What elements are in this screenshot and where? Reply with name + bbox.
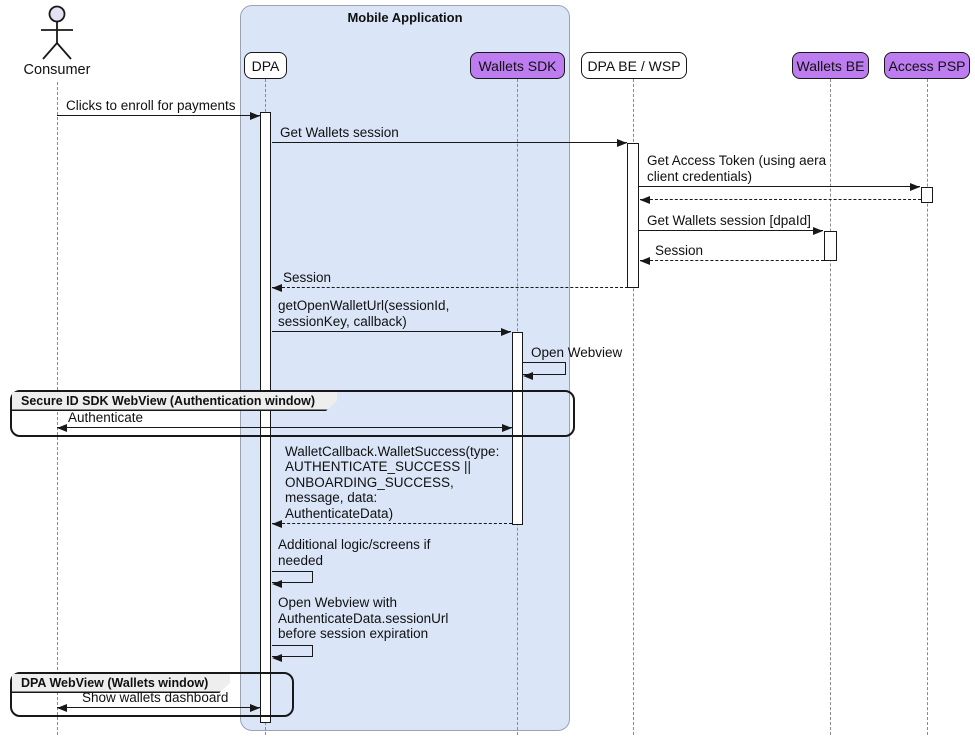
message-label: Clicks to enroll for payments bbox=[66, 97, 236, 113]
message-additional-logic-self bbox=[272, 571, 313, 588]
arrowhead-left-icon bbox=[640, 196, 650, 204]
arrowhead-right-icon bbox=[250, 112, 260, 120]
lifeline-dpa-be-wsp bbox=[633, 79, 634, 735]
message-access-token-return bbox=[640, 194, 921, 204]
arrowhead-left-icon bbox=[272, 520, 282, 528]
participant-wallets-be: Wallets BE bbox=[792, 52, 869, 79]
group-secure-id-sdk-webview: Secure ID SDK WebView (Authentication wi… bbox=[10, 390, 575, 437]
arrowhead-right-icon bbox=[910, 183, 920, 191]
message-label: Session bbox=[283, 269, 332, 285]
participant-dpa-be-wsp: DPA BE / WSP bbox=[581, 52, 687, 79]
arrowhead-left-icon bbox=[272, 284, 282, 292]
activation-wallets-be bbox=[824, 231, 837, 261]
message-show-wallets-dashboard: Show wallets dashboard bbox=[57, 685, 260, 712]
frame-title: Mobile Application bbox=[347, 10, 463, 25]
message-authenticate: Authenticate bbox=[57, 405, 512, 432]
message-label: getOpenWalletUrl(sessionId, sessionKey, … bbox=[278, 298, 450, 329]
activation-wallets-sdk bbox=[512, 332, 523, 525]
message-line bbox=[639, 230, 823, 231]
message-get-open-wallet-url: getOpenWalletUrl(sessionId, sessionKey, … bbox=[272, 294, 511, 336]
lifeline-wallets-be bbox=[830, 79, 831, 735]
participant-dpa: DPA bbox=[244, 52, 287, 79]
message-line bbox=[639, 186, 920, 187]
message-label: Session bbox=[655, 242, 704, 258]
message-label: Additional logic/screens if needed bbox=[278, 537, 431, 568]
message-line bbox=[57, 427, 512, 428]
message-line bbox=[272, 523, 512, 524]
message-label: Open Webview bbox=[531, 345, 623, 360]
message-open-webview-self bbox=[523, 362, 566, 380]
message-label: Get Access Token (using aera client cred… bbox=[647, 153, 827, 184]
message-line bbox=[272, 142, 627, 143]
message-wallet-callback: WalletCallback.WalletSuccess(type: AUTHE… bbox=[272, 440, 512, 528]
participant-access-psp: Access PSP bbox=[884, 52, 970, 79]
self-message-line bbox=[272, 645, 313, 657]
message-label: Open Webview with AuthenticateData.sessi… bbox=[278, 595, 449, 641]
arrowhead-left-icon bbox=[523, 371, 533, 380]
group-label: Secure ID SDK WebView (Authentication wi… bbox=[12, 392, 337, 411]
message-clicks-to-enroll: Clicks to enroll for payments bbox=[57, 93, 260, 120]
message-open-webview-session-url-self bbox=[272, 645, 313, 662]
arrowhead-right-icon bbox=[813, 227, 823, 235]
message-get-wallets-session: Get Wallets session bbox=[272, 120, 627, 147]
message-line bbox=[272, 287, 628, 288]
self-message-line bbox=[523, 362, 566, 375]
actor-icon bbox=[37, 3, 77, 66]
message-label: Get Wallets session [dpaId] bbox=[647, 212, 811, 228]
actor-label: Consumer bbox=[23, 62, 91, 78]
message-get-wallets-session-dpaid: Get Wallets session [dpaId] bbox=[639, 208, 823, 235]
activation-dpa-be-wsp bbox=[627, 143, 639, 288]
message-get-access-token: Get Access Token (using aera client cred… bbox=[639, 149, 920, 191]
arrowhead-left-icon bbox=[640, 257, 650, 265]
activation-access-psp bbox=[921, 187, 933, 203]
message-label: Authenticate bbox=[68, 409, 144, 425]
lifeline-access-psp bbox=[927, 79, 928, 735]
message-session-return-to-dpa: Session bbox=[272, 265, 628, 292]
arrowhead-right-icon bbox=[501, 328, 511, 336]
message-line bbox=[640, 199, 921, 200]
message-label: Get Wallets session bbox=[280, 124, 399, 140]
message-session-return-from-wallets-be: Session bbox=[640, 238, 824, 265]
arrowhead-left-icon bbox=[272, 653, 282, 662]
arrowhead-right-icon bbox=[502, 424, 512, 432]
message-label: WalletCallback.WalletSuccess(type: AUTHE… bbox=[285, 443, 500, 521]
activation-dpa bbox=[260, 112, 271, 723]
message-line bbox=[57, 707, 260, 708]
arrowhead-right-icon bbox=[617, 139, 627, 147]
message-line bbox=[640, 260, 824, 261]
message-line bbox=[57, 115, 260, 116]
message-label: Show wallets dashboard bbox=[82, 689, 229, 705]
self-message-line bbox=[272, 571, 313, 583]
arrowhead-right-icon bbox=[250, 704, 260, 712]
arrowhead-left-icon bbox=[57, 424, 67, 432]
arrowhead-left-icon bbox=[272, 579, 282, 588]
arrowhead-left-icon bbox=[57, 704, 67, 712]
message-line bbox=[272, 331, 511, 332]
participant-wallets-sdk: Wallets SDK bbox=[470, 52, 565, 79]
group-dpa-webview: DPA WebView (Wallets window) bbox=[10, 672, 294, 717]
group-label: DPA WebView (Wallets window) bbox=[12, 674, 230, 693]
